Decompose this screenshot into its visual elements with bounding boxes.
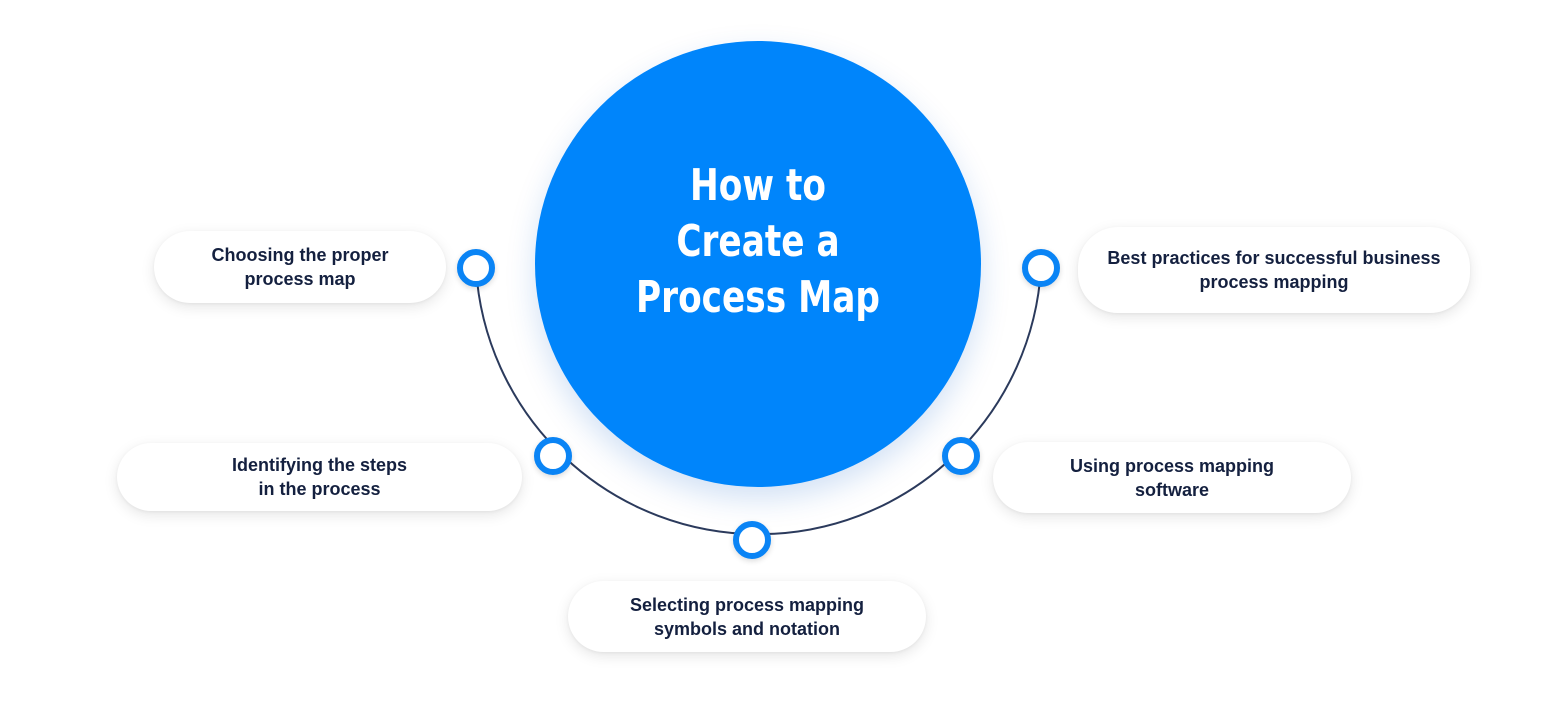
step-label-line1: Selecting process mapping <box>629 594 865 615</box>
step-label-line1: Using process mapping <box>1069 455 1275 476</box>
step-node-1 <box>457 249 495 287</box>
step-label-line2: symbols and notation <box>653 618 840 639</box>
step-label-line2: software <box>1134 479 1209 500</box>
center-circle: How to Create a Process Map <box>535 41 981 487</box>
step-label-line1: Best practices for successful business <box>1107 248 1441 268</box>
step-label-line2: in the process <box>258 479 381 499</box>
step-selecting-symbols: Selecting process mapping symbols and no… <box>568 581 926 652</box>
step-label-line1: Choosing the proper <box>211 245 389 265</box>
step-label-line1: Identifying the steps <box>231 455 408 475</box>
step-node-3 <box>733 521 771 559</box>
center-title: How to Create a Process Map <box>636 160 880 323</box>
step-node-5 <box>1022 249 1060 287</box>
step-label-line2: process map <box>244 269 356 289</box>
step-identifying-steps: Identifying the steps in the process <box>117 443 522 511</box>
step-node-4 <box>942 437 980 475</box>
step-choosing-process-map: Choosing the proper process map <box>154 231 446 303</box>
step-best-practices: Best practices for successful business p… <box>1078 227 1470 313</box>
step-label-line2: process mapping <box>1199 272 1349 292</box>
step-node-2 <box>534 437 572 475</box>
step-using-software: Using process mapping software <box>993 442 1351 513</box>
